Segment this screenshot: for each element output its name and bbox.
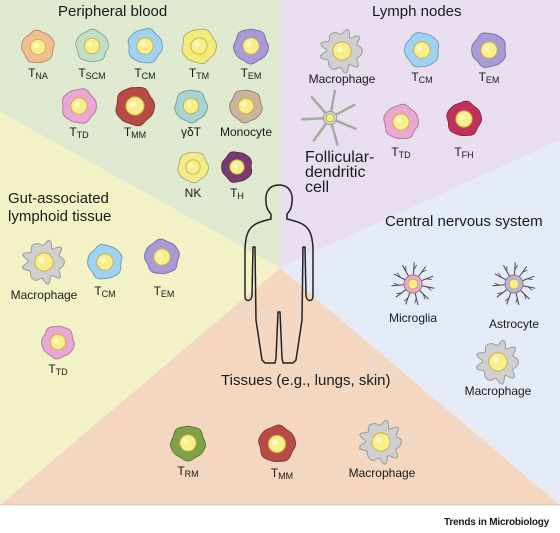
ln-tcm-label: TCM [411,70,433,85]
galt-title-line1: Gut-associated [8,190,109,207]
pb-monocyte-cell [228,89,263,124]
tis-tmm-label: TMM [270,466,294,481]
cells-layer [20,27,536,465]
pb-nk-cell [177,151,209,184]
tis-trm-label: TRM [177,464,199,479]
ln-fdc-label: Follicular- dendritic cell [305,149,375,196]
region-peripheral-blood [0,0,280,268]
pb-th-cell [221,151,253,183]
journal-footer: Trends in Microbiology [444,517,550,528]
galt-tem-label: TEM [153,284,175,299]
pb-tcm-cell [127,27,163,64]
galt-title-line2: lymphoid tissue [8,208,112,225]
galt-tcm-cell [87,243,123,280]
region-tissues [0,268,560,505]
cns-title: Central nervous system [385,213,543,230]
pb-gdt-label: γδT [180,125,202,139]
ln-tcm-cell [404,32,440,68]
pb-tem-cell [232,28,270,65]
pb-gdt-cell [174,89,208,124]
pb-tmm-cell [115,87,156,127]
tis-macrophage-cell [358,419,402,465]
cns-macrophage-cell [475,339,519,385]
galt-tcm-label: TCM [94,284,116,299]
lymph-nodes-title: Lymph nodes [372,3,462,20]
galt-macrophage-cell [21,239,65,285]
pb-tna-label: TNA [28,66,48,81]
pb-monocyte-label: Monocyte [219,125,273,139]
ln-fdc-cell [301,89,357,146]
ln-fdc-label-line3: cell [305,179,330,196]
tis-tmm-cell [258,424,297,462]
ln-ttd-label: TTD [391,145,411,160]
pb-tcm-label: TCM [134,66,156,81]
pb-tmm-label: TMM [123,125,147,140]
pb-nk-label: NK [184,186,202,200]
galt-tem-cell [143,238,180,275]
cns-microglia-label: Microglia [388,311,438,325]
ln-macrophage-label: Macrophage [308,72,376,86]
pb-ttd-label: TTD [69,125,89,140]
cns-astrocyte-cell [492,262,536,306]
ln-macrophage-cell [319,28,363,74]
cns-macrophage-label: Macrophage [464,384,532,398]
pb-ttd-cell [61,88,97,124]
tis-macrophage-label: Macrophage [348,466,416,480]
pb-tem-label: TEM [240,66,262,81]
region-central-nervous-system [280,140,560,505]
cns-astrocyte-label: Astrocyte [488,317,540,331]
tis-trm-cell [169,425,207,462]
pb-ttm-label: TTM [188,66,210,81]
ln-tem-label: TEM [478,70,500,85]
ln-tfh-cell [446,100,483,136]
galt-ttd-label: TTD [48,362,68,377]
peripheral-blood-title: Peripheral blood [58,3,168,20]
ln-tem-cell [471,32,507,68]
pb-tscm-cell [75,28,109,63]
galt-macrophage-label: Macrophage [10,288,78,302]
region-gut-associated-lymphoid-tissue [0,112,280,505]
ln-fdc-label-line2: dendritic [305,164,366,181]
ln-ttd-cell [383,103,420,139]
galt-ttd-cell [40,325,75,360]
cns-microglia-cell [391,262,435,306]
pb-ttm-cell [181,28,217,65]
ln-tfh-label: TFH [454,145,474,160]
ln-fdc-label-line1: Follicular- [305,149,375,166]
pb-tscm-label: TSCM [78,66,106,81]
pb-tna-cell [20,29,55,64]
human-silhouette [244,184,314,364]
tissues-title: Tissues (e.g., lungs, skin) [221,372,391,389]
pb-th-label: TH [230,186,244,201]
